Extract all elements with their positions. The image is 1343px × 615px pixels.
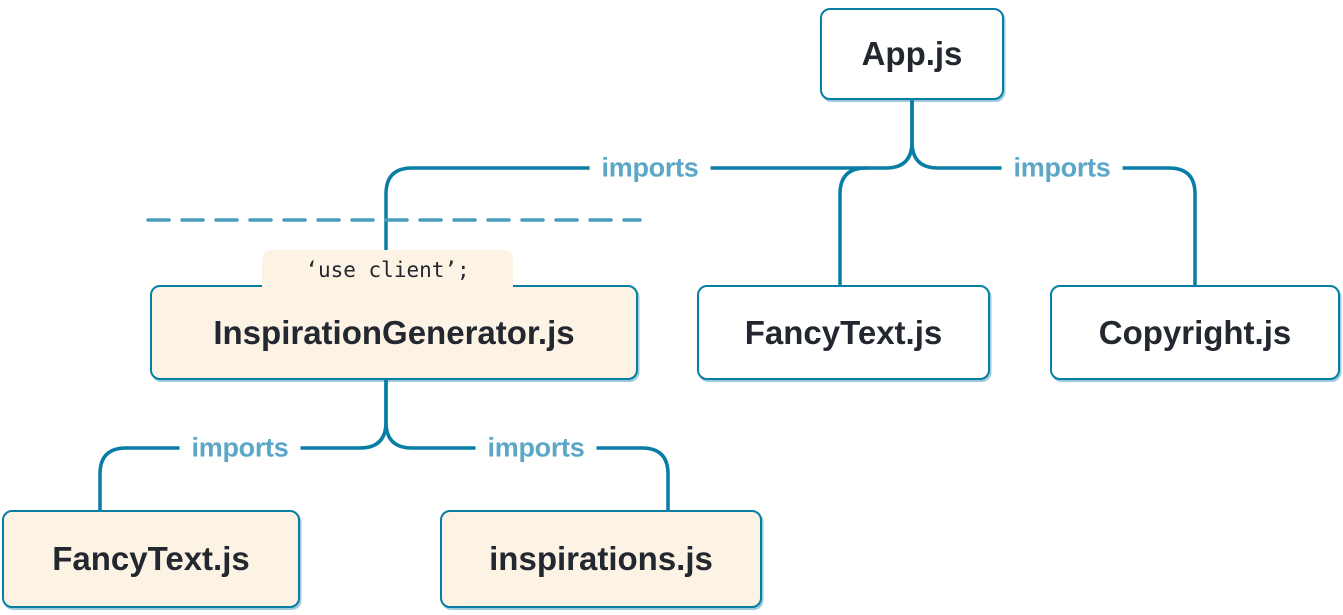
node-inspirationgenerator-js: InspirationGenerator.js (150, 285, 638, 380)
imports-label: imports (475, 430, 597, 466)
node-app-js: App.js (820, 8, 1004, 100)
node-fancytext-js-bottom: FancyText.js (2, 510, 300, 608)
imports-label: imports (1001, 150, 1123, 186)
use-client-directive-tab: ‘use client’; (262, 250, 513, 290)
imports-label: imports (589, 150, 711, 186)
node-inspirations-js: inspirations.js (440, 510, 762, 608)
imports-label: imports (179, 430, 301, 466)
node-copyright-js: Copyright.js (1050, 285, 1340, 380)
edge-app-to-copyright (910, 98, 1197, 287)
node-fancytext-js-top: FancyText.js (697, 285, 990, 380)
edge-app-to-fancytext-top (838, 166, 868, 287)
